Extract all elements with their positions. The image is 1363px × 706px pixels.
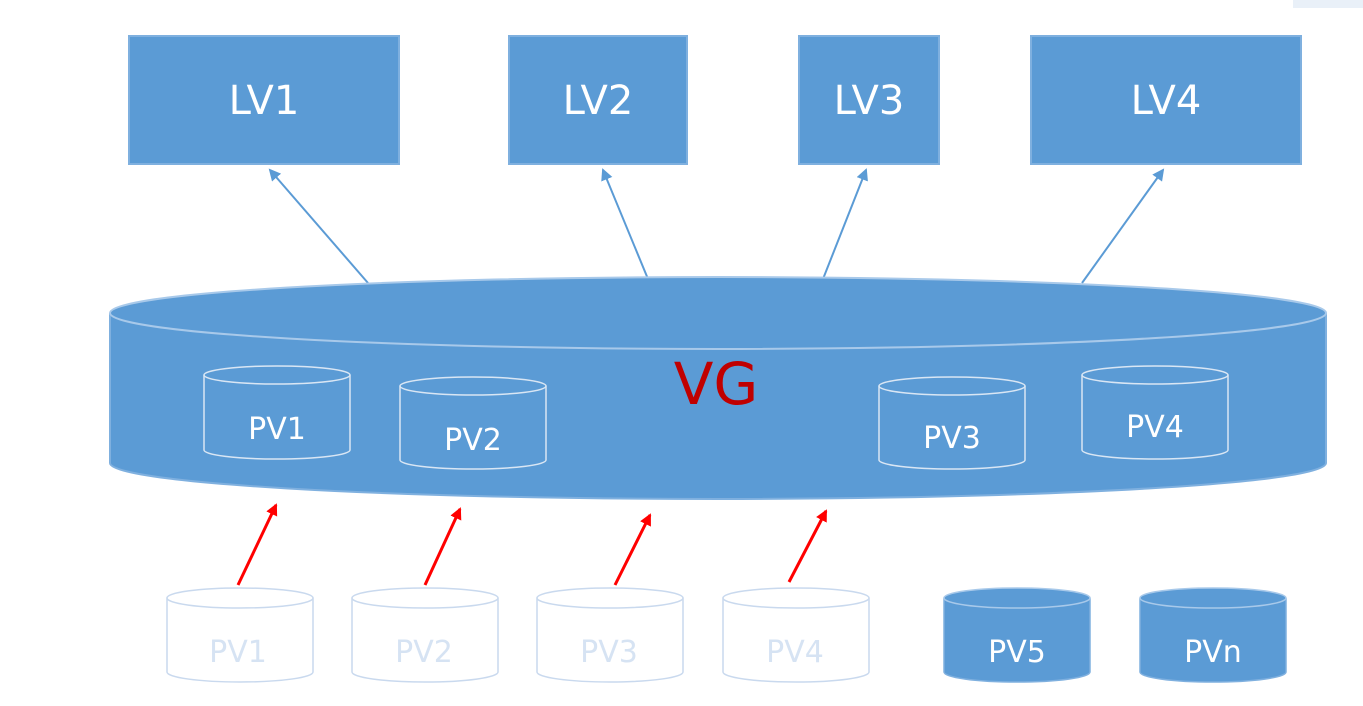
pv4-to-vg-arrow (787, 509, 828, 583)
added-pv-label-1: PV1 (209, 635, 267, 670)
lv-box-3: LV3 (798, 35, 940, 165)
vg-pv-cylinder-3: PV3 (878, 376, 1026, 470)
vg-to-lv1-arrow (268, 168, 369, 284)
vg-pv-label-1: PV1 (248, 412, 306, 447)
added-pv-cylinder-3: PV3 (536, 587, 684, 683)
lv-label-3: LV3 (834, 78, 905, 124)
added-pv-label-2: PV2 (395, 635, 453, 670)
added-pv-label-4: PV4 (766, 635, 824, 670)
vg-pv-label-3: PV3 (923, 421, 981, 456)
free-pv-label-1: PV5 (988, 635, 1046, 670)
lv-label-1: LV1 (229, 78, 300, 124)
lv-label-4: LV4 (1131, 78, 1202, 124)
free-pv-label-2: PVn (1184, 635, 1242, 670)
added-pv-cylinder-4: PV4 (722, 587, 870, 683)
vg-cylinder: VG (109, 276, 1327, 500)
vg-to-lv2-arrow (601, 168, 649, 280)
lv-box-2: LV2 (508, 35, 688, 165)
pv3-to-vg-arrow (613, 513, 652, 586)
pv2-to-vg-arrow (423, 507, 462, 586)
vg-label: VG (674, 350, 759, 418)
lv-box-4: LV4 (1030, 35, 1302, 165)
free-pv-cylinder-1: PV5 (943, 587, 1091, 683)
vg-pv-cylinder-2: PV2 (399, 376, 547, 470)
added-pv-cylinder-1: PV1 (166, 587, 314, 683)
vg-pv-label-2: PV2 (444, 423, 502, 458)
vg-pv-cylinder-4: PV4 (1081, 365, 1229, 460)
vg-pv-label-4: PV4 (1126, 410, 1184, 445)
vg-to-lv3-arrow (822, 168, 868, 280)
free-pv-cylinder-2: PVn (1139, 587, 1287, 683)
lv-box-1: LV1 (128, 35, 400, 165)
lv-label-2: LV2 (563, 78, 634, 124)
added-pv-label-3: PV3 (580, 635, 638, 670)
vg-pv-cylinder-1: PV1 (203, 365, 351, 460)
corner-mark (1293, 0, 1363, 8)
pv1-to-vg-arrow (236, 503, 278, 586)
added-pv-cylinder-2: PV2 (351, 587, 499, 683)
vg-to-lv4-arrow (1081, 168, 1165, 284)
